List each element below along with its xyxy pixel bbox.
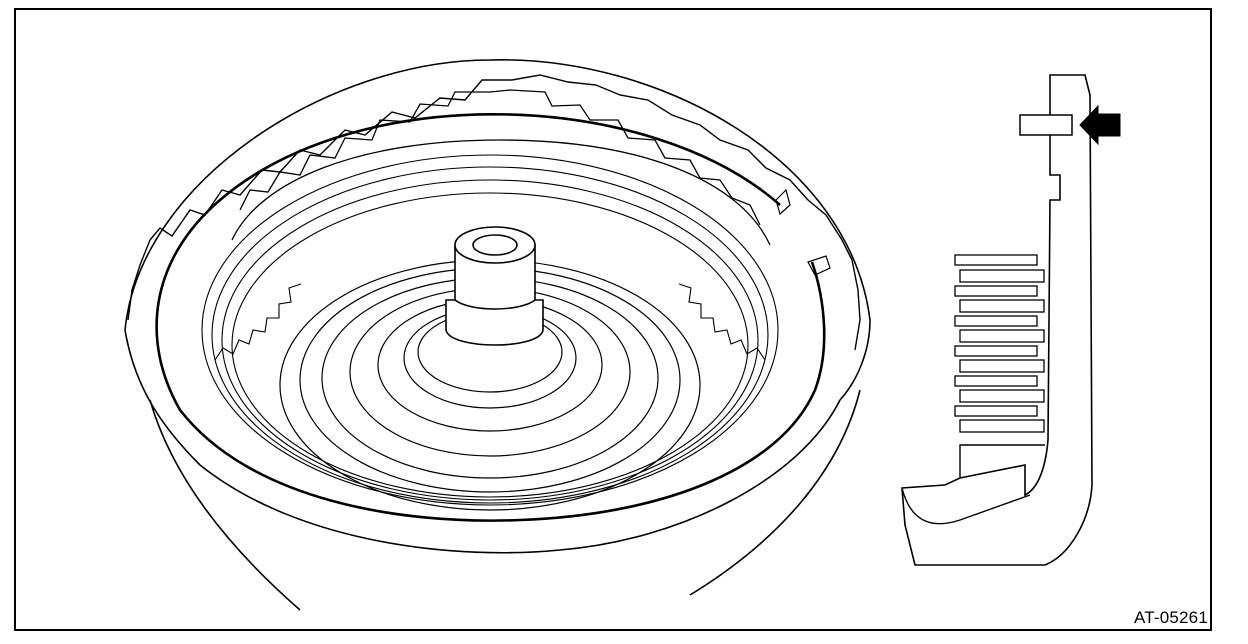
snap-ring-end-left bbox=[775, 188, 791, 216]
snap-ring bbox=[155, 113, 826, 522]
clutch-plate-stack bbox=[201, 154, 779, 506]
figure-reference-code: AT-05261 bbox=[1133, 608, 1208, 627]
snap-ring-section bbox=[1019, 114, 1073, 136]
drum-outer-body bbox=[124, 59, 871, 611]
inner-spline-ring bbox=[231, 89, 771, 246]
center-shaft bbox=[445, 226, 544, 346]
snap-ring-end-right bbox=[807, 255, 831, 276]
cross-section-plates bbox=[954, 254, 1045, 433]
cross-section-flange bbox=[901, 444, 1045, 525]
arrow-left-icon bbox=[1079, 104, 1121, 146]
